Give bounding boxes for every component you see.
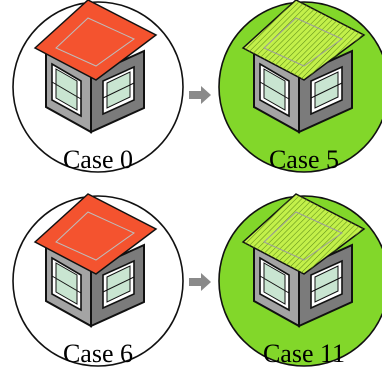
case-0-panel: Case 0 (12, 0, 184, 174)
case-11-label: Case 11 (263, 339, 345, 368)
case-5-panel: Case 5 (218, 0, 382, 174)
case-6-label: Case 6 (63, 339, 133, 368)
case-0-label: Case 0 (63, 145, 133, 174)
case-6-panel: Case 6 (12, 193, 184, 368)
right-arrow-icon (189, 86, 211, 104)
case-5-label: Case 5 (269, 145, 339, 174)
right-arrow-icon (189, 273, 211, 291)
case-11-panel: Case 11 (218, 193, 382, 368)
